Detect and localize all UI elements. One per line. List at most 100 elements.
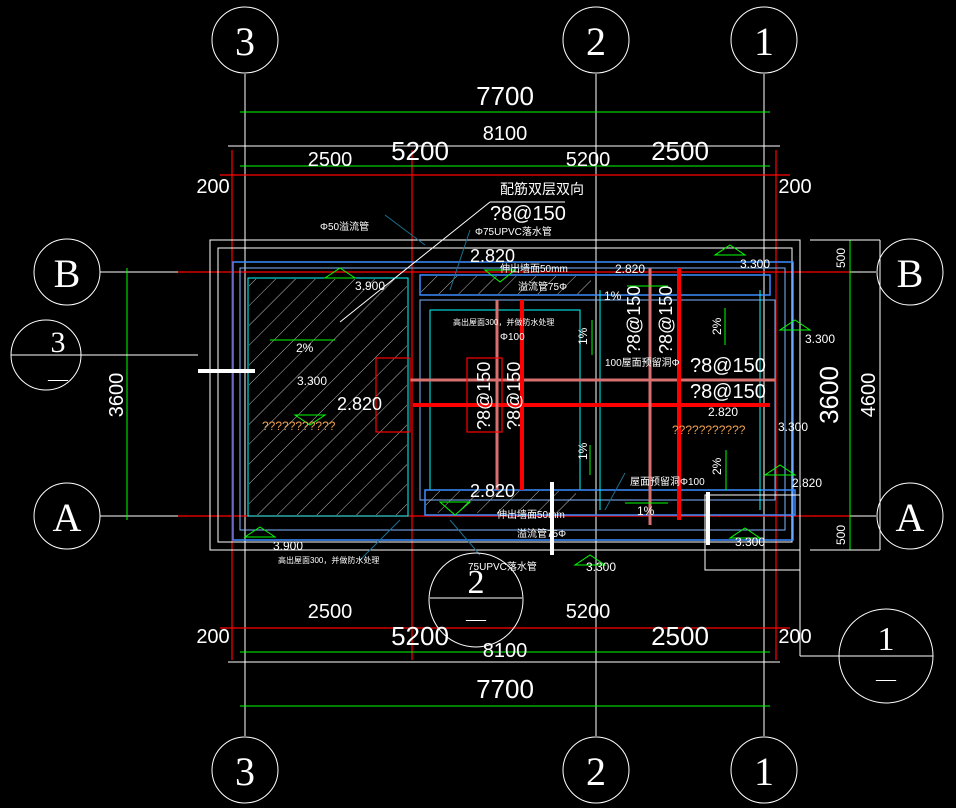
section-marker-1: 1— xyxy=(799,570,934,704)
rebar-spec: ?8@150 xyxy=(490,203,566,225)
overflow-75-label-top: 溢流管75Φ xyxy=(518,280,567,293)
dim-500-top: 500 xyxy=(834,248,848,268)
rebar-lines xyxy=(198,268,775,555)
dim-8100-top: 8100 xyxy=(483,123,528,145)
axis-1-top: 1 xyxy=(730,6,798,74)
unknown-text-left: ??????????? xyxy=(262,419,336,433)
axis-a-right: A xyxy=(876,482,944,550)
dim-200-bottom-right: 200 xyxy=(778,626,811,648)
elevation-3300-tr: 3.300 xyxy=(740,257,770,271)
elevation-3300-left: 3.300 xyxy=(297,374,327,388)
dim-5200-bottom-b: 5200 xyxy=(566,601,611,623)
slope-v2: 1% xyxy=(576,442,590,460)
elevation-3900-top: 3.900 xyxy=(355,279,385,293)
hole-label-top: 100屋面预留洞Φ xyxy=(605,356,680,369)
svg-text:—: — xyxy=(465,608,487,630)
svg-text:2: 2 xyxy=(586,749,606,794)
elevation-2820-right: 2.820 xyxy=(792,476,822,490)
dim-200-bottom-left: 200 xyxy=(196,626,229,648)
dim-3600-left: 3600 xyxy=(106,373,128,418)
svg-text:2: 2 xyxy=(468,564,485,601)
svg-text:1: 1 xyxy=(754,749,774,794)
dimension-lines xyxy=(126,111,881,707)
svg-text:1: 1 xyxy=(754,19,774,64)
axis-a-left: A xyxy=(33,482,101,550)
hole-label-bottom: 屋面预留洞Φ100 xyxy=(630,475,705,488)
svg-text:B: B xyxy=(897,251,924,296)
overflow-50-label: Φ50溢流管 xyxy=(320,220,369,233)
rebar-note: 配筋双层双向 xyxy=(500,181,584,197)
elevation-3900-bottom: 3.900 xyxy=(273,539,303,553)
svg-text:3: 3 xyxy=(235,19,255,64)
dim-200-top-left: 200 xyxy=(196,176,229,198)
leader-lines xyxy=(339,201,626,561)
svg-text:3: 3 xyxy=(235,749,255,794)
elevation-3300-right: 3.300 xyxy=(805,332,835,346)
slope-v4: 2% xyxy=(710,457,724,475)
axis-b-right: B xyxy=(876,238,944,306)
elevation-2820-left: 2.820 xyxy=(337,394,382,414)
dim-2500-bottom-left: 2500 xyxy=(308,601,353,623)
axis-1-bottom: 1 xyxy=(730,736,798,804)
raise-label-bottom: 高出屋面300，并做防水处理 xyxy=(278,555,379,565)
axis-b-left: B xyxy=(33,238,101,306)
elevation-2820-mid: 2.820 xyxy=(708,405,738,419)
svg-text:2: 2 xyxy=(586,19,606,64)
svg-text:—: — xyxy=(47,368,69,390)
dim-7700-top: 7700 xyxy=(476,81,534,111)
axis-3-top: 3 xyxy=(211,6,279,74)
axis-2-bottom: 2 xyxy=(562,736,630,804)
rebar-spec-h2: ?8@150 xyxy=(690,381,766,403)
unknown-text-right: ??????????? xyxy=(672,423,746,437)
hatched-gutter-top xyxy=(421,276,591,294)
section-marker-3: 3— xyxy=(10,319,198,391)
slope-bottom: 1% xyxy=(637,504,655,518)
slope-left: 2% xyxy=(296,341,314,355)
slope-v3: 2% xyxy=(710,317,724,335)
dim-2500-top-right: 2500 xyxy=(651,136,709,166)
axis-3-bottom: 3 xyxy=(211,736,279,804)
phi100-label: Φ100 xyxy=(500,332,525,343)
dim-200-top-right: 200 xyxy=(778,176,811,198)
dim-4600-right: 4600 xyxy=(858,373,880,418)
dim-5200-top-b: 5200 xyxy=(566,149,611,171)
svg-text:1: 1 xyxy=(878,621,895,658)
extend-label-bottom: 伸出墙面50mm xyxy=(497,508,565,521)
rebar-spec-v4: ?8@150 xyxy=(656,286,676,354)
slope-v1: 1% xyxy=(576,327,590,345)
hatched-slab xyxy=(249,279,407,515)
dim-2500-top-left: 2500 xyxy=(308,149,353,171)
rebar-spec-v1: ?8@150 xyxy=(474,362,494,430)
elevation-2820-bottom: 2.820 xyxy=(470,481,515,501)
downpipe-label-bottom: 75UPVC落水管 xyxy=(468,560,537,573)
elevation-3300-right2: 3.300 xyxy=(778,420,808,434)
dim-7700-bottom: 7700 xyxy=(476,674,534,704)
elevation-3300-br: 3.300 xyxy=(735,535,765,549)
downpipe-label: Φ75UPVC落水管 xyxy=(475,225,552,238)
rebar-spec-v2: ?8@150 xyxy=(504,362,524,430)
elevation-2820-tr: 2.820 xyxy=(615,262,645,276)
svg-text:3: 3 xyxy=(51,326,66,359)
dim-5200-bottom-a: 5200 xyxy=(391,621,449,651)
axis-2-top: 2 xyxy=(562,6,630,74)
slope-top: 1% xyxy=(604,289,622,303)
slope-arrows xyxy=(243,244,812,566)
dim-500-bottom: 500 xyxy=(834,525,848,545)
overflow-75-label-bottom: 溢流管75Φ xyxy=(517,527,566,540)
dim-2500-bottom-right: 2500 xyxy=(651,621,709,651)
extend-label-top: 伸出墙面50mm xyxy=(500,262,568,275)
svg-text:B: B xyxy=(54,251,81,296)
dim-5200-top-a: 5200 xyxy=(391,136,449,166)
section-marker-2: 2— xyxy=(428,552,524,648)
svg-text:—: — xyxy=(875,668,897,690)
svg-text:A: A xyxy=(53,495,82,540)
dim-8100-bottom: 8100 xyxy=(483,640,528,662)
elevation-3300-bottom: 3.300 xyxy=(586,560,616,574)
svg-text:A: A xyxy=(896,495,925,540)
elevation-2820-top: 2.820 xyxy=(470,246,515,266)
rebar-spec-v3: ?8@150 xyxy=(624,286,644,354)
rebar-spec-h1: ?8@150 xyxy=(690,355,766,377)
building-outline xyxy=(209,239,801,571)
raise-label-top: 高出屋面300，并做防水处理 xyxy=(453,317,554,327)
